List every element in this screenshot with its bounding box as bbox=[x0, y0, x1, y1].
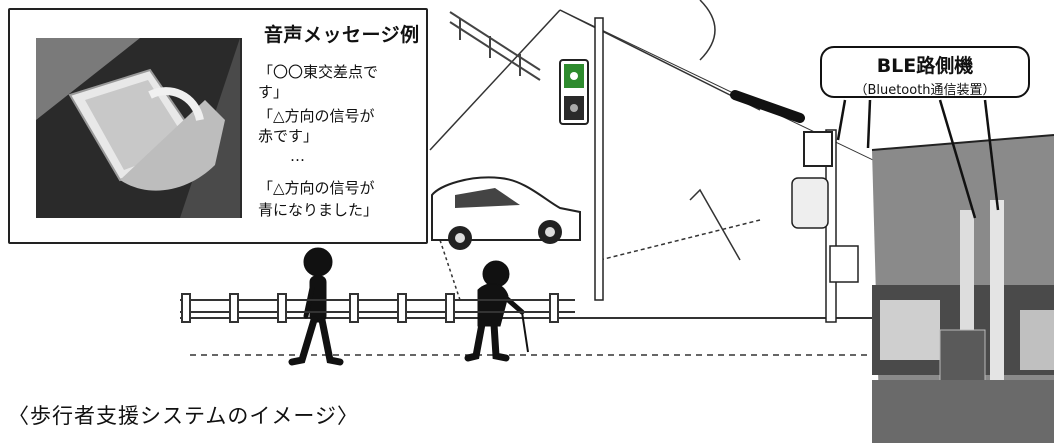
street-lamp bbox=[730, 90, 805, 123]
roadside-pole bbox=[791, 129, 859, 323]
fence bbox=[180, 293, 575, 323]
label-connectors bbox=[836, 99, 1000, 219]
overhead-bar bbox=[449, 11, 541, 81]
ble-device-title: BLE路側機 bbox=[876, 55, 974, 77]
ble-device-subtitle: （Bluetooth通信装置） bbox=[854, 83, 996, 98]
figure-caption: 〈歩行者支援システムのイメージ〉 bbox=[8, 404, 359, 428]
message-line: 「〇〇東交差点で bbox=[258, 63, 379, 81]
message-line: 青になりました」 bbox=[258, 201, 379, 219]
ble-device-label: BLE路側機 （Bluetooth通信装置） bbox=[820, 46, 1030, 98]
pedestrian-signal bbox=[559, 17, 604, 301]
message-line: 「△方向の信号が bbox=[258, 179, 375, 197]
message-title: 音声メッセージ例 bbox=[264, 24, 420, 46]
message-line: 「△方向の信号が bbox=[258, 107, 375, 125]
car bbox=[431, 176, 581, 250]
message-line: 赤です」 bbox=[258, 127, 319, 145]
message-line: す」 bbox=[258, 83, 289, 101]
pedestrian-with-cane bbox=[464, 260, 529, 362]
roadside-device-photo bbox=[871, 134, 1054, 443]
smartphone-photo bbox=[36, 38, 242, 218]
message-ellipsis: … bbox=[290, 147, 305, 165]
message-callout-frame bbox=[8, 8, 428, 244]
pedestrian-walking bbox=[288, 247, 344, 366]
